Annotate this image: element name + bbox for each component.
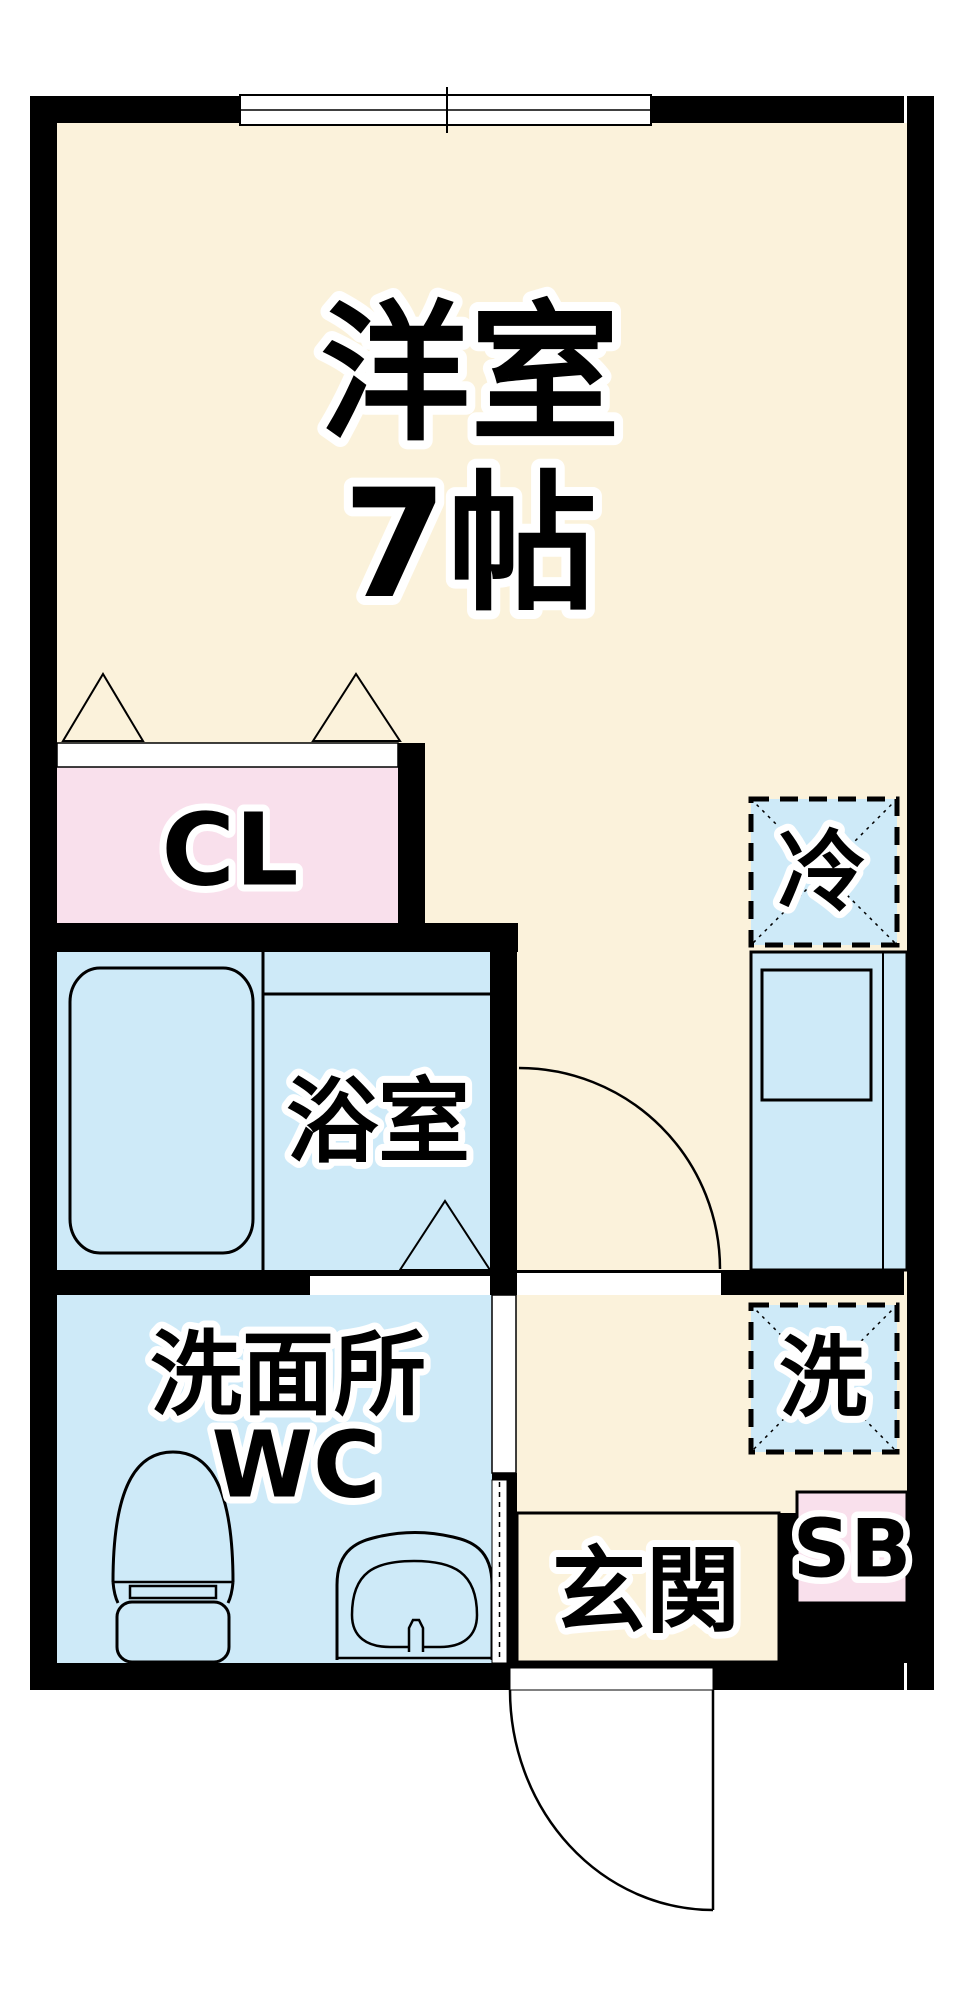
closet-floor (57, 767, 398, 923)
refrigerator-space-box (748, 796, 900, 948)
entrance-door-arc (508, 1689, 714, 1912)
bathroom-label: 浴室 (286, 1069, 470, 1176)
washroom-wc-label: WC (212, 1412, 381, 1519)
main-room-label: 洋室 (320, 288, 620, 462)
entrance-area-outline (515, 1511, 781, 1664)
refrigerator-label: 冷 (778, 821, 866, 924)
wall-partition-block (492, 1473, 517, 1480)
closet-door-swing-mark (61, 672, 145, 742)
closet-label: CL (161, 792, 298, 909)
washroom-label: 洗面所 (150, 1322, 426, 1429)
bathroom-floor (57, 952, 490, 1270)
interior-door-arc (518, 1066, 722, 1270)
refrigerator-x-line (750, 798, 898, 946)
washroom-sliding-door (491, 1479, 508, 1664)
walls (30, 96, 934, 1690)
wall-bathroom-right (490, 950, 517, 1270)
washroom-door-opening-strip (491, 1294, 517, 1474)
closet-door-swing-mark (311, 672, 402, 742)
shoebox-label: SB (793, 1503, 912, 1596)
wall-closet-right (398, 743, 425, 923)
interior-door-opening (517, 1273, 721, 1295)
kitchen-sink (760, 968, 873, 1102)
wall-left (30, 96, 57, 1690)
wash-basin (335, 1531, 494, 1660)
main-room-size-label: 7帖 (343, 458, 597, 632)
shoebox-area (795, 1490, 909, 1605)
bathroom-door-opening (310, 1276, 490, 1295)
closet-door-panel (56, 742, 399, 768)
wall-entrance-left-of-sb (779, 1513, 797, 1663)
bathtub (68, 966, 255, 1255)
entrance-door-opening (509, 1667, 714, 1691)
refrigerator-x-line (750, 798, 898, 946)
washer-label: 洗 (779, 1327, 867, 1430)
window (239, 87, 652, 133)
wall-closet-bathroom (30, 923, 518, 952)
wall-below-sb (797, 1603, 907, 1663)
washer-x-line (750, 1304, 898, 1453)
washer-space-box (748, 1302, 900, 1455)
entrance-label: 玄関 (552, 1538, 740, 1647)
toilet (111, 1450, 235, 1664)
washer-x-line (750, 1304, 898, 1453)
wall-bottom (30, 1663, 904, 1690)
wall-washroom-hall (507, 1480, 517, 1663)
wall-right (907, 96, 934, 1690)
